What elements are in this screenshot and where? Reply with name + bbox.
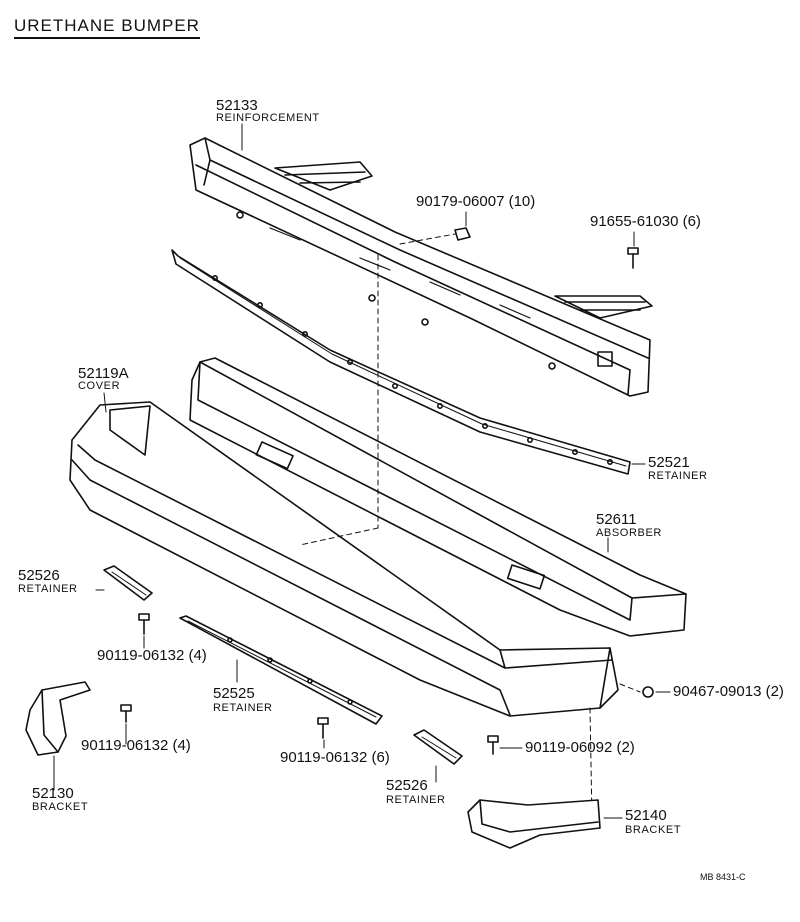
- part-number-90179-06007: 90179-06007 (10): [416, 193, 536, 210]
- part-number-52130: 52130: [32, 785, 74, 802]
- part-number-52525: 52525: [213, 685, 255, 702]
- part-number-52133: 52133: [216, 97, 258, 114]
- part-number-52611: 52611: [596, 511, 637, 528]
- bolt-91655-icon: [627, 247, 639, 269]
- part-name-52130: BRACKET: [32, 801, 89, 813]
- diagram-title: URETHANE BUMPER: [14, 16, 200, 39]
- part-number-52526-right: 52526: [386, 777, 428, 794]
- part-name-52526-right: RETAINER: [386, 794, 446, 806]
- part-name-52521: RETAINER: [648, 470, 708, 482]
- bracket-52130: [25, 681, 91, 756]
- part-number-52526-left: 52526: [18, 567, 60, 584]
- clip-90467-icon: [642, 686, 654, 698]
- leader-lines: [53, 123, 671, 819]
- bumper-cover-52119A: [69, 401, 619, 717]
- retainer-52526-right: [413, 729, 463, 765]
- fasteners: [120, 227, 654, 755]
- bracket-52140: [467, 799, 601, 849]
- bolt-90119-06132-b-icon: [120, 704, 132, 723]
- part-number-90119-06132-b: 90119-06132 (4): [81, 737, 191, 754]
- bolt-90119-06132-a-icon: [138, 613, 150, 635]
- part-name-52119A: COVER: [78, 380, 121, 392]
- reinforcement-beam: [189, 137, 653, 397]
- bolt-90119-06092-icon: [487, 735, 499, 755]
- part-number-52119A: 52119A: [78, 365, 129, 382]
- part-number-52521: 52521: [648, 454, 690, 471]
- part-number-90119-06132-a: 90119-06132 (4): [97, 647, 207, 664]
- part-name-52133: REINFORCEMENT: [216, 112, 320, 124]
- part-number-90119-06132-c: 90119-06132 (6): [280, 749, 390, 766]
- bolt-90119-06132-c-icon: [317, 717, 329, 739]
- absorber-52611: [189, 357, 687, 637]
- retainer-52526-left: [103, 565, 153, 601]
- retainer-52525: [179, 615, 383, 725]
- part-number-52140: 52140: [625, 807, 667, 824]
- drawing-code: MB 8431-C: [700, 872, 746, 882]
- part-name-52611: ABSORBER: [596, 527, 662, 539]
- part-number-90119-06092: 90119-06092 (2): [525, 739, 635, 756]
- part-name-52140: BRACKET: [625, 824, 682, 836]
- part-name-52526-left: RETAINER: [18, 583, 78, 595]
- part-name-52525: RETAINER: [213, 702, 273, 714]
- part-number-90467-09013: 90467-09013 (2): [673, 683, 784, 700]
- part-number-91655-61030: 91655-61030 (6): [590, 213, 701, 230]
- nut-90179-icon: [454, 227, 471, 241]
- retainer-strip-52521: [171, 249, 631, 475]
